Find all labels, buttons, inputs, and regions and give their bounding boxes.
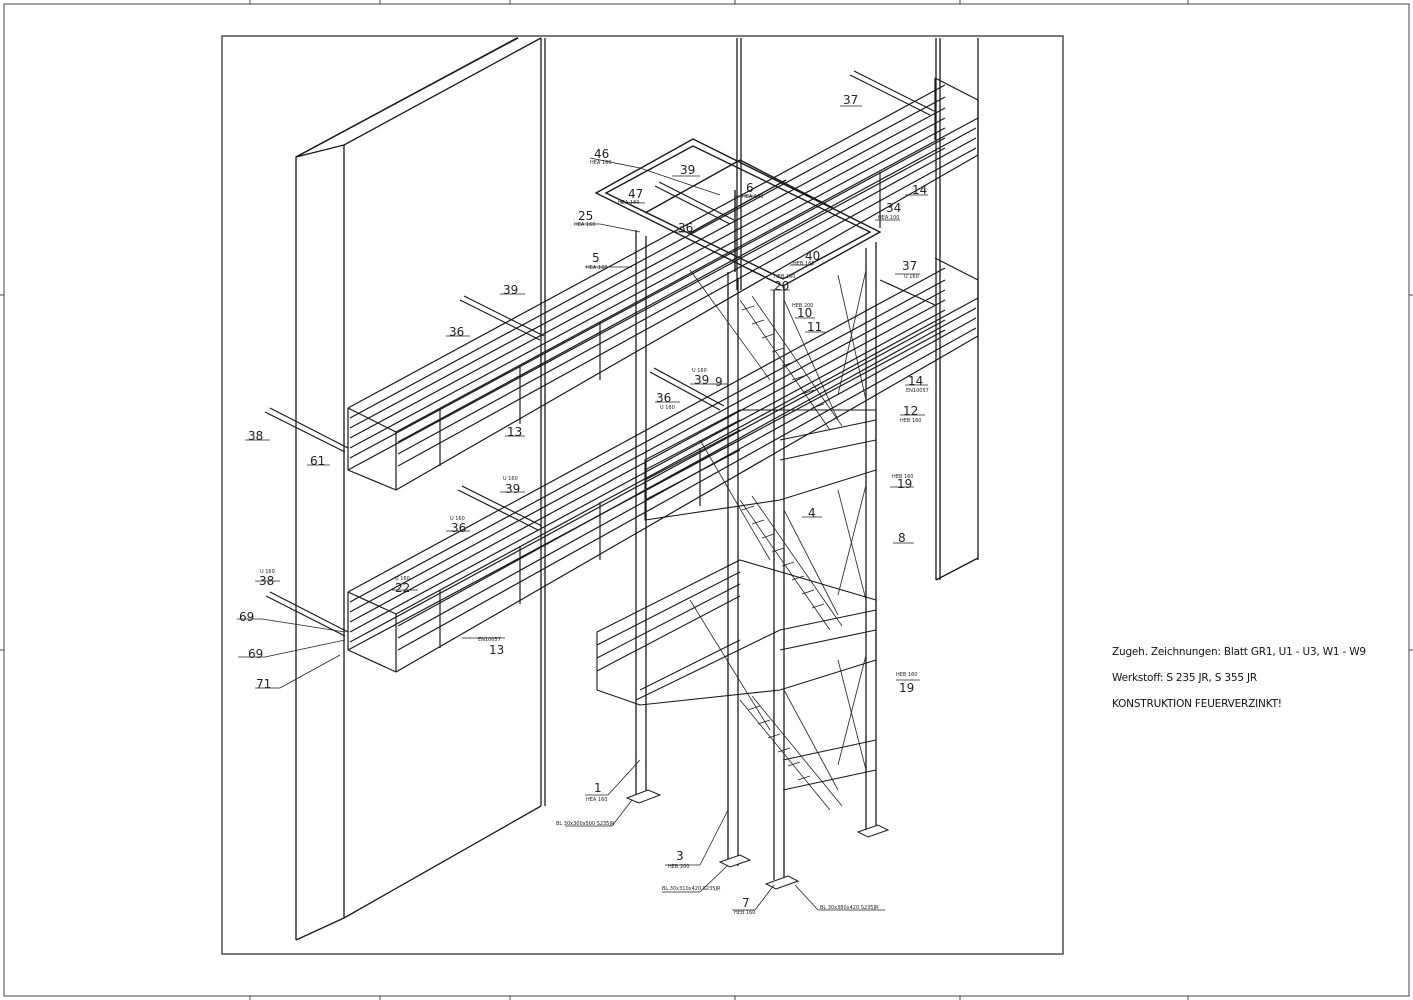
callout-38-lower: 38 [259,574,274,588]
callout-11: 11 [807,320,822,334]
callout-22-spec: U 160 [395,576,410,582]
callout-61: 61 [310,454,325,468]
callout-9: 9 [715,375,723,389]
callout-4: 4 [808,506,816,520]
callout-39-lower-spec: U 160 [503,476,518,482]
callout-10-spec: HEB 200 [792,303,813,309]
callout-1: 1 [594,781,602,795]
callout-10: 10 [797,306,812,320]
callout-46-spec: HEA 160 [590,160,611,166]
callout-5: 5 [592,251,600,265]
wall-brackets [264,70,936,637]
callout-38-lower-spec: U 160 [260,569,275,575]
callout-39-center-spec: U 160 [692,368,707,374]
callout-40: 40 [805,249,820,263]
callout-1-spec: HEA 160 [586,797,607,803]
callout-14-mid-spec: EN10057 [906,388,929,394]
callout-37-mid: 37 [902,259,917,273]
callout-5-spec: HEA 160 [586,265,607,271]
drawing-frame [221,35,1064,955]
note-material: Werkstoff: S 235 JR, S 355 JR [1112,672,1257,684]
callout-39-top: 39 [680,163,695,177]
callout-19-upper: 19 [897,477,912,491]
callout-3-spec: HEB 200 [668,864,689,870]
callout-19-lower: 19 [899,681,914,695]
callout-8: 8 [898,531,906,545]
callout-69-b: 69 [248,647,263,661]
callout-39-center: 39 [694,373,709,387]
tower-landings [596,409,877,791]
callout-6: 6 [746,181,754,195]
callout-36-center-spec: U 160 [660,405,675,411]
callout-40-spec: HEB 160 [793,261,814,267]
callout-20: 20 [774,279,789,293]
callout-19-upper-spec: HEB 160 [892,474,913,480]
callout-47: 47 [628,187,643,201]
callout-20-spec: HEB 160 [774,274,795,280]
callout-13-upper: 13 [507,425,522,439]
callout-14-top: 14 [912,183,927,197]
callout-36-upper: 36 [449,325,464,339]
tower-bracing [783,269,867,791]
callout-38-upper: 38 [248,429,263,443]
tower-columns [635,230,877,884]
callout-22: 22 [395,581,410,595]
callout-7: 7 [742,896,750,910]
callout-37-top: 37 [843,93,858,107]
callout-46: 46 [594,147,609,161]
leader-lines [237,105,928,911]
plate-label-2: BL 30x310x420 S235JR [662,886,721,892]
callout-25: 25 [578,209,593,223]
note-galvanized: KONSTRUKTION FEUERVERZINKT! [1112,698,1282,710]
plate-label-3: BL 30x380x420 S235JR [820,905,879,911]
callout-34: 34 [886,201,901,215]
callout-14-mid: 14 [908,374,923,388]
callout-36-center: 36 [656,391,671,405]
callout-13-lower: 13 [489,643,504,657]
callout-71: 71 [256,677,271,691]
callout-69-a: 69 [239,610,254,624]
callout-3: 3 [676,849,684,863]
tower-top-frame [594,138,882,287]
callout-47-spec: HEA 160 [618,200,639,206]
base-plates [625,789,890,890]
callout-39-upper: 39 [503,283,518,297]
plate-label-1: BL 30x300x500 S235JR [556,821,615,827]
callout-34-spec: HEA 100 [878,215,899,221]
callout-6-spec: HEA 160 [742,194,763,200]
callout-36-lower-spec: U 160 [450,516,465,522]
upper-walkway [347,77,979,491]
callout-36-top: 36 [678,221,693,235]
callout-37-mid-spec: U 160 [904,274,919,280]
callout-39-lower: 39 [505,482,520,496]
callout-19-lower-spec: HEB 160 [896,672,917,678]
callout-labels: 46 HEA 160 39 47 HEA 160 6 HEA 160 25 HE… [239,93,929,916]
note-related-drawings: Zugeh. Zeichnungen: Blatt GR1, U1 - U3, … [1112,646,1366,658]
callout-12-spec: HEB 160 [900,418,921,424]
middle-walkway [347,257,979,673]
callout-12: 12 [903,404,918,418]
stair-flights [689,269,843,811]
callout-25-spec: HEA 160 [574,222,595,228]
callout-7-spec: HEB 160 [734,910,755,916]
callout-13-lower-spec: EN10057 [478,637,501,643]
building-wall [295,37,979,941]
callout-36-lower: 36 [451,521,466,535]
